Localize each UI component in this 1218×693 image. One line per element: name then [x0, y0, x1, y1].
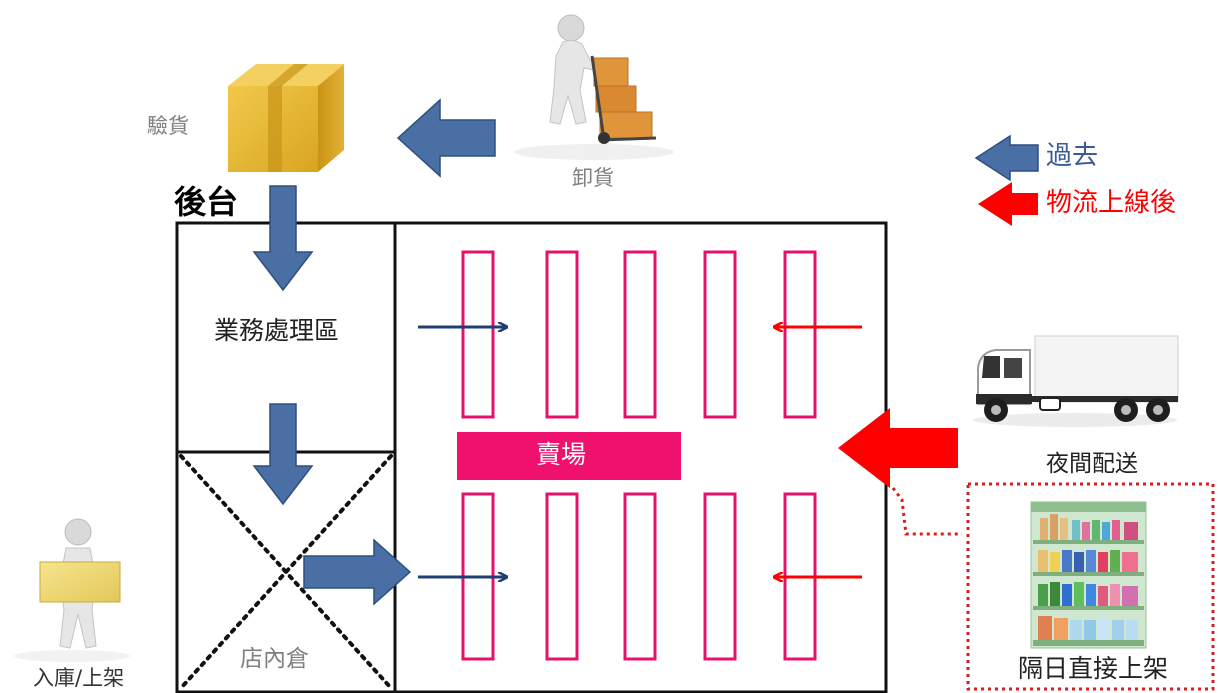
business-to-warehouse-arrow [252, 403, 314, 506]
cardboard-box-icon [228, 64, 344, 172]
shelf-bottom-3 [623, 492, 657, 661]
backstage-down-arrow [252, 185, 314, 292]
next-day-connector [891, 487, 962, 536]
store-shelf-icon [1030, 501, 1147, 649]
business-area-label: 業務處理區 [214, 316, 340, 345]
legend-past-label: 過去 [1046, 141, 1099, 171]
shelf-bottom-2 [545, 492, 579, 661]
sales-floor-label: 賣場 [536, 440, 587, 469]
shelf-top-1 [461, 250, 495, 419]
sales-floor-bar [457, 432, 681, 480]
night-delivery-label: 夜間配送 [1046, 451, 1138, 477]
shelf-top-4 [703, 250, 737, 419]
shelf-top-5 [783, 250, 817, 419]
shelf-top-3 [623, 250, 657, 419]
person-with-hand-truck-icon [514, 14, 674, 160]
unload-to-inspect-arrow [396, 98, 496, 178]
legend-past-arrow [974, 134, 1039, 182]
inspect-label: 驗貨 [147, 114, 189, 138]
legend-new-label: 物流上線後 [1046, 188, 1177, 218]
store-warehouse-cross [179, 454, 393, 690]
delivery-truck-icon [973, 335, 1179, 427]
receiving-shelving-label: 入庫/上架 [33, 666, 125, 690]
backstage-label: 後台 [174, 183, 239, 221]
warehouse-to-floor-arrow [303, 538, 412, 606]
legend-new-arrow [978, 182, 1038, 226]
next-day-shelving-label: 隔日直接上架 [1018, 654, 1169, 683]
person-carrying-box-icon [14, 518, 130, 662]
shelf-bottom-4 [703, 492, 737, 661]
night-delivery-arrow [838, 408, 958, 488]
shelf-top-2 [545, 250, 579, 419]
thin-flow-arrows [418, 327, 862, 577]
unload-label: 卸貨 [572, 166, 614, 190]
store-warehouse-label: 店內倉 [240, 646, 309, 672]
